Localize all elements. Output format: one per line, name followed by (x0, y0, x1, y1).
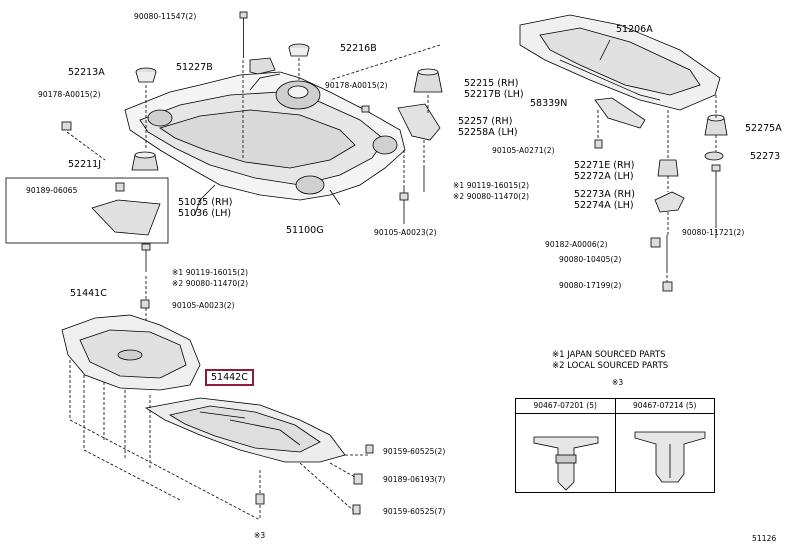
bolt-90080-11721 (711, 164, 721, 225)
arm-58339N (594, 97, 646, 129)
bolt-90119-16015 (141, 243, 151, 272)
bracket-51227B (249, 57, 276, 75)
bushing-52213A (135, 67, 157, 83)
label-52271E: 52271E (RH) (574, 160, 635, 171)
label-90080-11721: 90080-11721(2) (682, 228, 745, 237)
label-90178-A0015-right: 90178-A0015(2) (325, 81, 388, 90)
note-local-sourced: ※2 LOCAL SOURCED PARTS (552, 361, 669, 371)
clip-col-1-image (515, 413, 616, 493)
nut-90178-A0015-left (61, 121, 72, 131)
label-52272A: 52272A (LH) (574, 171, 634, 182)
under-cover-51441C (61, 314, 201, 391)
label-52275A: 52275A (745, 123, 782, 134)
label-90119-16015-left: ※1 90119-16015(2) (172, 268, 249, 277)
bracket-52273A (654, 191, 685, 213)
note-japan-sourced: ※1 JAPAN SOURCED PARTS (552, 350, 666, 360)
label-52257: 52257 (RH) (458, 116, 513, 127)
label-90105-A0271: 90105-A0271(2) (492, 146, 555, 155)
bolt-90105-A0023-right (399, 185, 409, 224)
bolt-90105-A0023-left (140, 299, 150, 309)
label-52273: 52273 (750, 151, 781, 162)
label-52213A: 52213A (68, 67, 105, 78)
label-90159-60525-a: 90159-60525(2) (383, 447, 446, 456)
clip-s3-bottom (255, 493, 265, 505)
label-90080-11470-right: ※2 90080-11470(2) (453, 192, 530, 201)
nut-90178-A0015-right (361, 105, 370, 113)
label-s3-bottom: ※3 (254, 531, 266, 540)
clip-col-2-header: 90467-07214 (5) (614, 398, 715, 414)
bushing-52215 (413, 68, 443, 93)
nut-90080-17199 (662, 281, 673, 292)
label-90105-A0023-right: 90105-A0023(2) (374, 228, 437, 237)
bushing-52216B (288, 43, 310, 57)
bracket-52257 (397, 103, 441, 141)
clip-90159-60525-a (365, 444, 374, 454)
label-51100G: 51100G (286, 225, 324, 236)
bolt-90105-A0271 (594, 139, 603, 149)
bracket-51035 (91, 182, 161, 236)
bushing-52271E (657, 159, 679, 177)
label-51035: 51035 (RH) (178, 197, 233, 208)
label-52211J: 52211J (68, 159, 102, 170)
clip-parts-table: 90467-07201 (5) 90467-07214 (5) (515, 398, 715, 493)
label-90105-A0023-left: 90105-A0023(2) (172, 301, 235, 310)
label-51441C: 51441C (70, 288, 107, 299)
label-90119-16015-right: ※1 90119-16015(2) (453, 181, 530, 190)
label-58339N: 58339N (530, 98, 568, 109)
bolt-90080-11547 (239, 11, 248, 58)
washer-52273 (704, 151, 724, 161)
clip-col-1-header: 90467-07201 (5) (515, 398, 616, 414)
clip-col-2-image (614, 413, 715, 493)
label-90080-17199: 90080-17199(2) (559, 281, 622, 290)
label-90080-10405: 90080-10405(2) (559, 255, 622, 264)
bushing-52275A (704, 114, 728, 136)
label-s3-clip: ※3 (612, 378, 624, 387)
highlighted-part-51442C[interactable]: 51442C (205, 369, 254, 386)
label-90189-06193: 90189-06193(7) (383, 475, 446, 484)
label-90080-11470-left: ※2 90080-11470(2) (172, 279, 249, 288)
label-51206A: 51206A (616, 24, 653, 35)
label-52217B: 52217B (LH) (464, 89, 524, 100)
clip-90159-60525-b (352, 504, 361, 515)
label-51036: 51036 (LH) (178, 208, 232, 219)
rear-crossmember-drawing (519, 14, 721, 111)
diagram-reference-code: 51126 (752, 534, 777, 543)
label-52274A: 52274A (LH) (574, 200, 634, 211)
front-crossmember-drawing (124, 71, 406, 216)
label-51227B: 51227B (176, 62, 213, 73)
label-90159-60525-b: 90159-60525(7) (383, 507, 446, 516)
label-52258A: 52258A (LH) (458, 127, 518, 138)
under-cover-51442C (144, 397, 346, 463)
label-90080-11547: 90080-11547(2) (134, 12, 197, 21)
label-52215: 52215 (RH) (464, 78, 519, 89)
nut-90182-A0006 (650, 237, 661, 248)
label-52216B: 52216B (340, 43, 377, 54)
label-90182-A0006: 90182-A0006(2) (545, 240, 608, 249)
label-52273A: 52273A (RH) (574, 189, 635, 200)
screw-90189-06193 (353, 473, 363, 485)
label-90178-A0015-left: 90178-A0015(2) (38, 90, 101, 99)
label-90189-06065: 90189-06065 (26, 186, 78, 195)
bushing-52211J (131, 151, 159, 171)
